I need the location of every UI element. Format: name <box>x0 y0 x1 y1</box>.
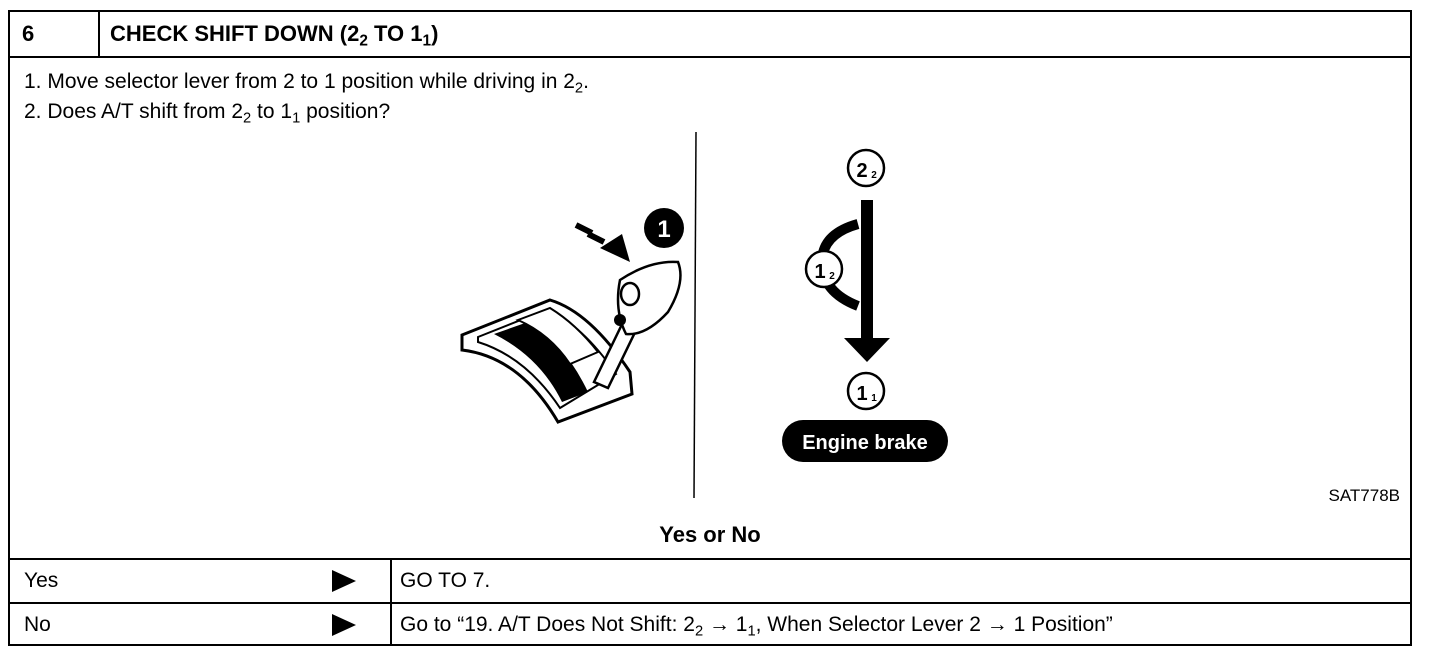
result-arrow-icon <box>332 570 356 592</box>
step-title: CHECK SHIFT DOWN (22 TO 11) <box>110 21 439 50</box>
result-row-no: No Go to “19. A/T Does Not Shift: 22 → 1… <box>10 602 1410 646</box>
gear-mid-label: 1 <box>814 261 825 283</box>
result-label-yes: Yes <box>24 569 59 592</box>
gear-position-mid-icon <box>804 249 844 289</box>
step-header: 6 CHECK SHIFT DOWN (22 TO 11) <box>10 12 1410 58</box>
push-direction-icon <box>574 222 630 262</box>
engine-brake-badge <box>782 420 948 462</box>
callout-number: 1 <box>657 216 670 243</box>
result-divider <box>390 560 392 602</box>
shift-diagram: 1 2 2 1 2 1 1 Engine brake SAT778B <box>10 12 1414 552</box>
callout-badge <box>644 208 684 248</box>
gear-bottom-sub: 1 <box>871 393 877 404</box>
result-action-yes: GO TO 7. <box>400 569 491 592</box>
shift-diagram-svg: 1 2 2 1 2 1 1 Engine brake <box>460 131 948 499</box>
selector-lever-illustration <box>592 260 682 390</box>
result-arrow-icon <box>332 614 356 636</box>
gear-top-label: 2 <box>856 160 867 182</box>
yes-no-question: Yes or No <box>659 522 761 547</box>
shift-path-diagram: 2 2 1 2 1 1 Engine brake <box>782 148 948 462</box>
gear-position-top-icon <box>846 148 886 188</box>
result-action-no: Go to “19. A/T Does Not Shift: 22 → 11, … <box>400 613 1113 640</box>
diagnostic-step-sheet: 6 CHECK SHIFT DOWN (22 TO 11) 1. Move se… <box>8 10 1412 646</box>
figure-divider <box>693 131 697 499</box>
gear-position-bottom-icon <box>846 371 886 411</box>
selector-gate-illustration <box>460 298 634 424</box>
instruction-step-2: 2. Does A/T shift from 22 to 11 position… <box>24 100 391 127</box>
gear-mid-sub: 2 <box>829 271 835 282</box>
gear-bottom-label: 1 <box>856 383 867 405</box>
instruction-step-1: 1. Move selector lever from 2 to 1 posit… <box>24 70 589 97</box>
step-number: 6 <box>10 12 100 56</box>
figure-code: SAT778B <box>1328 486 1400 505</box>
gear-top-sub: 2 <box>871 170 877 181</box>
engine-brake-label: Engine brake <box>802 432 928 454</box>
result-divider <box>390 604 392 646</box>
result-label-no: No <box>24 613 51 636</box>
result-row-yes: Yes GO TO 7. <box>10 558 1410 602</box>
instruction-steps: 1. Move selector lever from 2 to 1 posit… <box>24 67 589 127</box>
